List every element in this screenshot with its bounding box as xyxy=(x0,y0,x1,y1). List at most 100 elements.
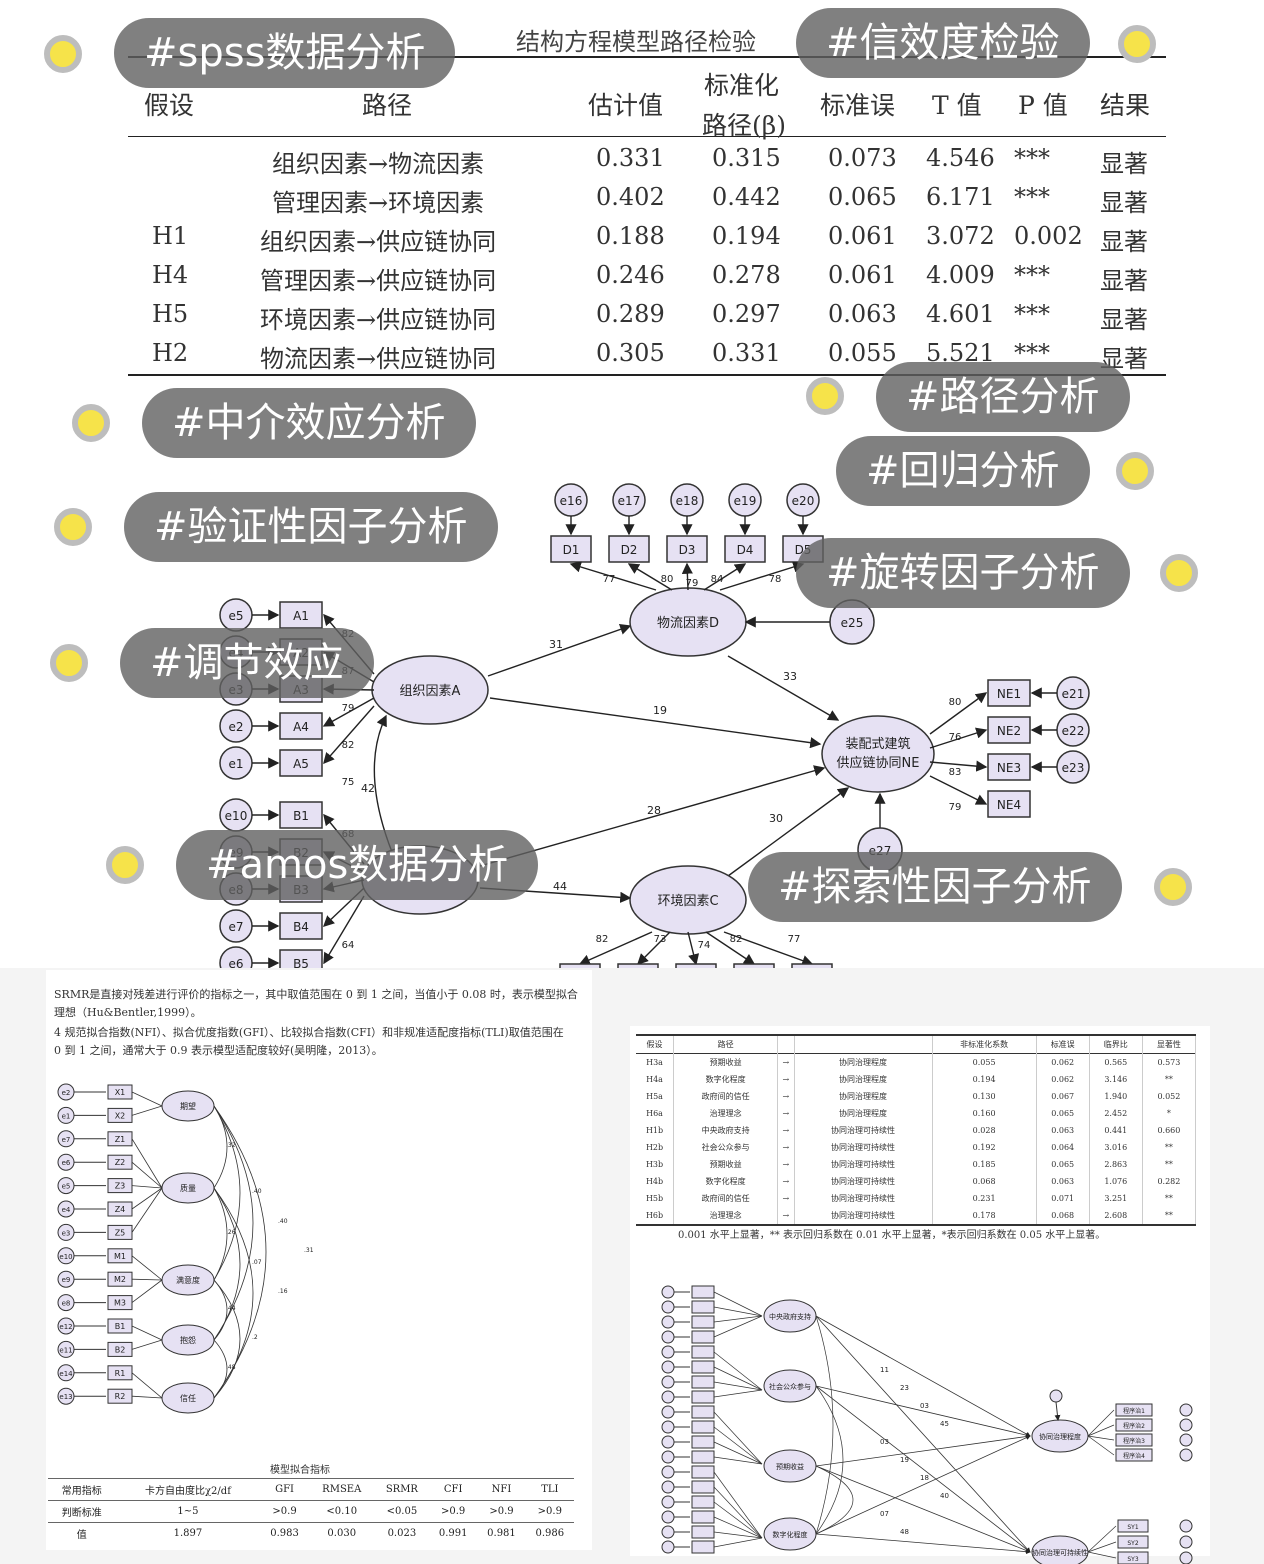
loading-label: 84 xyxy=(711,574,724,585)
indicator-box xyxy=(279,712,323,740)
row-hypothesis: H1 xyxy=(152,222,189,250)
path-coef-label: 11 xyxy=(880,1366,889,1374)
row-hypothesis: H2 xyxy=(152,339,189,367)
loading-arrow xyxy=(322,697,375,727)
reg-cell: 0.194 xyxy=(932,1071,1037,1088)
indicator-label: B1 xyxy=(115,1322,126,1331)
loading-line xyxy=(1087,1551,1117,1559)
loading-line xyxy=(1087,1435,1115,1456)
indicator-label: Z1 xyxy=(115,1135,126,1144)
tag-efa[interactable]: #探索性因子分析 xyxy=(748,852,1122,922)
indicator-label: M2 xyxy=(114,1275,126,1284)
tag-cfa[interactable]: #验证性因子分析 xyxy=(124,492,498,562)
loading-line xyxy=(713,1471,763,1539)
loading-line xyxy=(131,1279,163,1303)
fit-cell: >0.9 xyxy=(429,1500,478,1523)
loading-arrow xyxy=(723,931,814,966)
reg-cell: 中央政府支持 xyxy=(673,1122,779,1139)
path-label-B-C: 44 xyxy=(553,880,567,893)
row-se: 0.073 xyxy=(828,144,897,172)
row-se: 0.061 xyxy=(828,261,897,289)
indicator-label: A5 xyxy=(293,757,309,771)
row-t: 6.171 xyxy=(926,183,995,211)
tag-spss[interactable]: #spss数据分析 xyxy=(114,18,456,88)
factor-label: 抱怨 xyxy=(180,1335,196,1345)
reg-cell: → xyxy=(777,1053,795,1071)
tag-regression[interactable]: #回归分析 xyxy=(836,436,1090,506)
reg-cell: 2.608 xyxy=(1089,1207,1143,1225)
indicator-label: NE4 xyxy=(997,798,1021,812)
indicator-box xyxy=(675,963,717,968)
reg-cell: H2b xyxy=(636,1139,675,1156)
loading-label: 77 xyxy=(603,574,616,585)
structural-path xyxy=(815,1315,1031,1437)
error-circle xyxy=(661,1525,675,1539)
covariance-label: .44 xyxy=(226,1305,236,1312)
loading-line xyxy=(131,1105,163,1116)
path-label-A-D: 31 xyxy=(549,638,563,651)
outcome-label: 协同治理可持续性 xyxy=(1032,1548,1088,1557)
error-label: e1 xyxy=(228,757,243,771)
loading-line xyxy=(131,1339,163,1350)
loading-line xyxy=(1087,1435,1115,1441)
row-p: *** xyxy=(1014,144,1050,172)
tag-rotation[interactable]: #旋转因子分析 xyxy=(796,538,1130,608)
error-circle xyxy=(1179,1535,1193,1549)
indicator-label: D2 xyxy=(621,543,638,557)
loading-label: 79 xyxy=(686,578,699,589)
error-circle xyxy=(1179,1433,1193,1447)
row-estimate: 0.246 xyxy=(596,261,665,289)
reg-cell: 数字化程度 xyxy=(673,1071,779,1088)
regression-note: 0.001 水平上显著，** 表示回归系数在 0.01 水平上显著，*表示回归系… xyxy=(678,1230,1106,1241)
path-label-B-NE: 28 xyxy=(647,804,661,817)
reg-cell: → xyxy=(777,1207,795,1225)
row-t: 3.072 xyxy=(926,222,995,250)
indicator-label: NE1 xyxy=(997,687,1021,701)
tag-reliability[interactable]: #信效度检验 xyxy=(796,8,1090,78)
reg-cell: 0.062 xyxy=(1036,1071,1090,1088)
tag-moderation[interactable]: #调节效应 xyxy=(120,628,374,698)
covariance-label: .07 xyxy=(252,1259,262,1266)
tag-dot xyxy=(72,404,110,442)
indicator-label: NE3 xyxy=(997,761,1021,775)
error-label: e5 xyxy=(228,609,243,623)
error-label: e9 xyxy=(62,1276,71,1284)
loading-arrow xyxy=(929,692,988,735)
reg-cell: 0.068 xyxy=(932,1173,1037,1190)
structural-path xyxy=(815,1435,1031,1535)
indicator-label: 程序治1 xyxy=(1123,1407,1145,1415)
factor-label: 中央政府支持 xyxy=(769,1312,811,1321)
loading-line xyxy=(713,1351,763,1391)
loading-arrow xyxy=(578,931,653,966)
error-label: e3 xyxy=(62,1229,71,1237)
structural-path xyxy=(815,1385,1031,1553)
reg-cell: → xyxy=(777,1173,795,1190)
tag-path-analysis[interactable]: #路径分析 xyxy=(876,362,1130,432)
indicator-label: B5 xyxy=(293,957,309,968)
tag-amos[interactable]: #amos数据分析 xyxy=(176,830,539,900)
row-se: 0.055 xyxy=(828,339,897,367)
reg-cell: → xyxy=(777,1139,795,1156)
indicator-box xyxy=(691,1315,715,1329)
indicator-box xyxy=(691,1450,715,1464)
indicator-label: Z5 xyxy=(115,1228,126,1237)
error-circle xyxy=(661,1540,675,1554)
row-result: 显著 xyxy=(1100,228,1148,256)
error-label: e21 xyxy=(1062,687,1085,701)
loading-arrow xyxy=(569,561,657,591)
fit-cell: <0.10 xyxy=(308,1500,375,1523)
tag-mediation[interactable]: #中介效应分析 xyxy=(142,388,476,458)
error-circle xyxy=(661,1330,675,1344)
row-estimate: 0.289 xyxy=(596,300,665,328)
loading-line xyxy=(131,1161,163,1189)
covariance-label: .2 xyxy=(252,1334,258,1341)
covariance-arc xyxy=(213,1187,254,1399)
reg-cell: ** xyxy=(1142,1139,1197,1156)
loading-line xyxy=(713,1537,763,1548)
indicator-label: 程序治3 xyxy=(1123,1437,1145,1445)
indicator-box xyxy=(724,535,766,563)
reg-cell: ** xyxy=(1142,1156,1197,1173)
header-p: P 值 xyxy=(1018,91,1068,120)
